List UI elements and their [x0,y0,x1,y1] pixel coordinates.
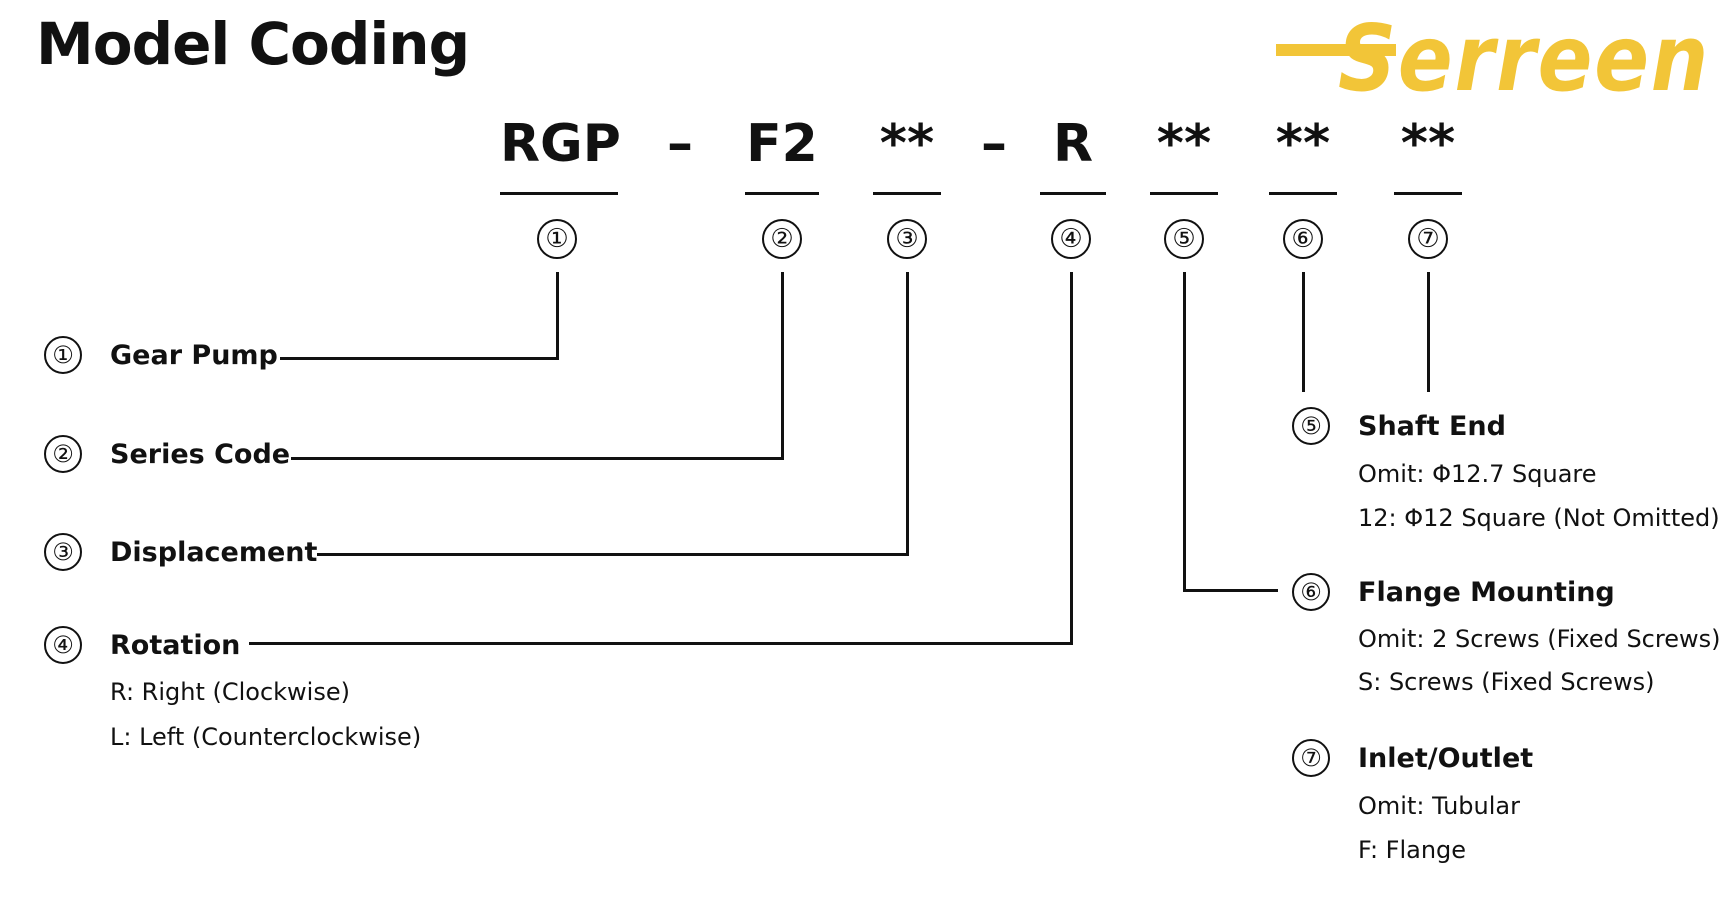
item-marker-4: ④ [44,626,82,664]
segment-underline-4 [1040,192,1106,195]
code-segment-7: ** [1400,114,1456,174]
serreen-logo: Serreen [1276,8,1710,103]
connector-1-horizontal [280,357,559,360]
code-segment-3: ** [879,114,935,174]
item-label-gear-pump: Gear Pump [110,340,278,371]
item-marker-6: ⑥ [1292,573,1330,611]
rotation-option-left: L: Left (Counterclockwise) [110,723,422,751]
item-label-rotation: Rotation [110,630,241,661]
code-segment-5: ** [1156,114,1212,174]
flange-option-omit: Omit: 2 Screws (Fixed Screws) [1358,625,1721,653]
segment-underline-6 [1269,192,1337,195]
code-separator-1: – [667,114,693,174]
item-marker-1: ① [44,336,82,374]
connector-4-vertical [1070,272,1073,645]
connector-3-horizontal [317,553,909,556]
shaft-end-option-omit: Omit: Φ12.7 Square [1358,460,1597,488]
connector-4-horizontal [249,642,1073,645]
item-label-flange-mounting: Flange Mounting [1358,577,1615,608]
item-marker-5: ⑤ [1292,407,1330,445]
segment-marker-4: ④ [1051,219,1091,259]
item-marker-3: ③ [44,533,82,571]
segment-underline-2 [745,192,819,195]
connector-5-vertical [1183,272,1186,592]
segment-marker-5: ⑤ [1164,219,1204,259]
inlet-option-omit: Omit: Tubular [1358,792,1520,820]
segment-marker-7: ⑦ [1408,219,1448,259]
inlet-option-f: F: Flange [1358,836,1467,864]
segment-marker-3: ③ [887,219,927,259]
logo-wordmark: Serreen [1338,8,1710,103]
item-marker-2: ② [44,435,82,473]
item-marker-7: ⑦ [1292,739,1330,777]
code-segment-6: ** [1275,114,1331,174]
connector-1-vertical [556,272,559,360]
logo-swoosh-bar [1276,44,1396,56]
code-segment-4: R [1052,114,1094,174]
code-segment-2: F2 [746,114,818,174]
code-separator-2: – [981,114,1007,174]
segment-marker-2: ② [762,219,802,259]
segment-underline-5 [1150,192,1218,195]
shaft-end-option-12: 12: Φ12 Square (Not Omitted) [1358,504,1720,532]
connector-7-vertical [1427,272,1430,392]
code-segment-1: RGP [500,114,621,174]
connector-2-horizontal [291,457,784,460]
rotation-option-right: R: Right (Clockwise) [110,678,350,706]
connector-6-vertical [1302,272,1305,392]
item-label-displacement: Displacement [110,537,318,568]
flange-option-s: S: Screws (Fixed Screws) [1358,668,1655,696]
item-label-shaft-end: Shaft End [1358,411,1506,442]
segment-underline-1 [500,192,618,195]
connector-3-vertical [906,272,909,556]
page-title: Model Coding [36,10,470,78]
segment-marker-1: ① [537,219,577,259]
connector-5-horizontal [1183,589,1278,592]
segment-marker-6: ⑥ [1283,219,1323,259]
connector-2-vertical [781,272,784,460]
segment-underline-3 [873,192,941,195]
item-label-inlet-outlet: Inlet/Outlet [1358,743,1534,774]
segment-underline-7 [1394,192,1462,195]
item-label-series-code: Series Code [110,439,291,470]
